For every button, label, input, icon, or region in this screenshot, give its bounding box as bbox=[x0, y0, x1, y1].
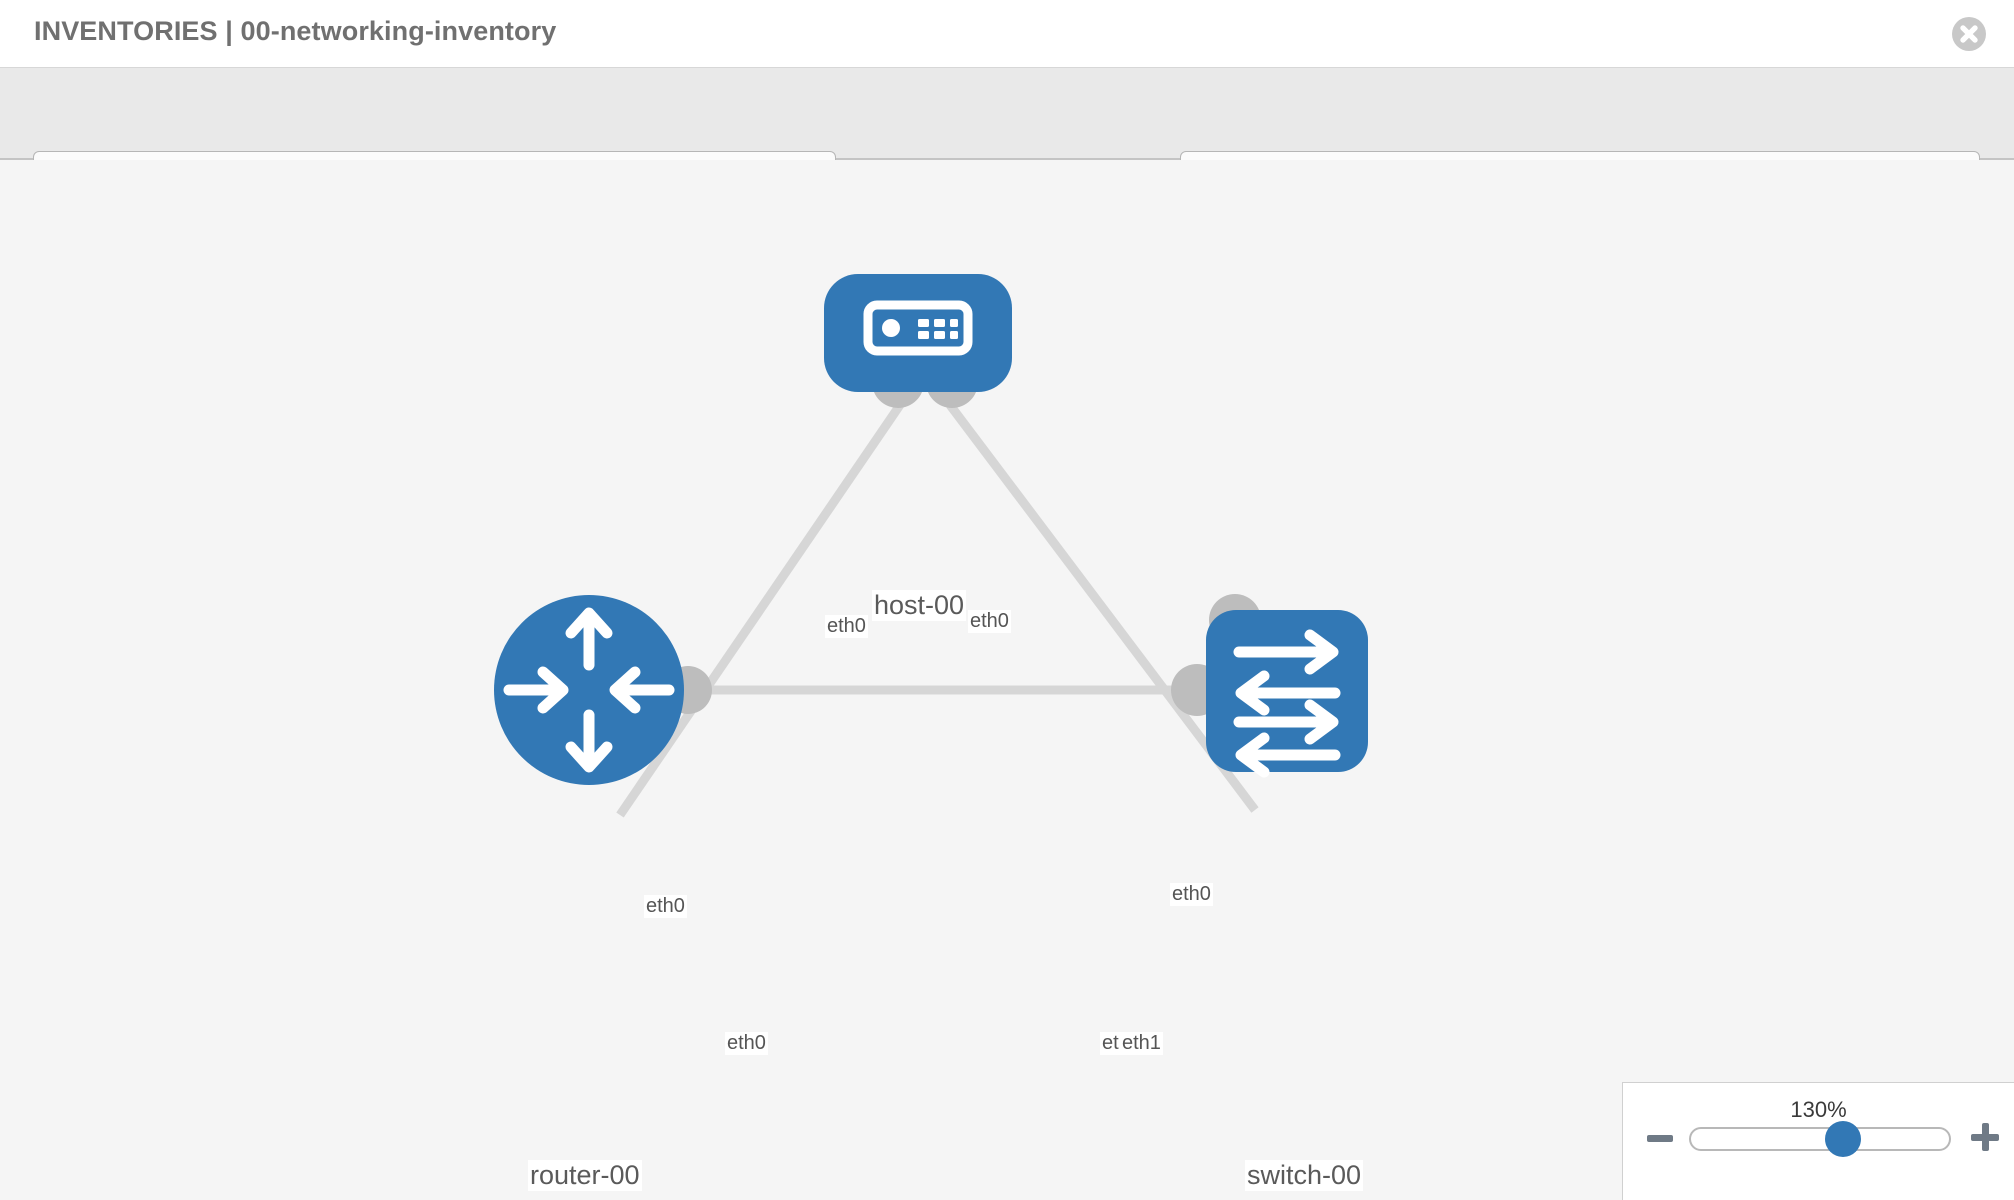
link-host-switch bbox=[946, 402, 1259, 813]
node-host-00 bbox=[824, 274, 1012, 392]
zoom-in-button[interactable] bbox=[1971, 1123, 1999, 1151]
topology-connectors bbox=[664, 356, 1261, 716]
node-router-00 bbox=[494, 595, 684, 785]
zoom-slider-thumb[interactable] bbox=[1825, 1121, 1861, 1157]
node-label-host-00: host-00 bbox=[872, 590, 967, 622]
zoom-control-panel: 130% bbox=[1622, 1082, 2014, 1200]
node-switch-00 bbox=[1206, 610, 1368, 778]
page-title: INVENTORIES | 00-networking-inventory bbox=[34, 16, 557, 46]
topology-canvas[interactable]: host-00 router-00 switch-00 eth0 eth0 et… bbox=[0, 160, 2014, 1200]
toolbar: ACTIONS SEARCH bbox=[0, 68, 2014, 207]
topology-graph bbox=[494, 274, 1368, 818]
link-host-router bbox=[616, 402, 904, 818]
node-label-switch-00: switch-00 bbox=[1245, 1160, 1364, 1192]
iface-label-router-right: eth0 bbox=[725, 1032, 768, 1055]
close-icon[interactable] bbox=[1952, 17, 1986, 51]
iface-label-host-right: eth0 bbox=[968, 610, 1011, 633]
zoom-percent-label: 130% bbox=[1790, 1097, 1847, 1122]
iface-label-router-up: eth0 bbox=[644, 895, 687, 918]
zoom-slider-track[interactable] bbox=[1689, 1127, 1951, 1151]
page-header: INVENTORIES | 00-networking-inventory bbox=[0, 0, 2014, 68]
node-label-router-00: router-00 bbox=[528, 1160, 642, 1192]
topology-links bbox=[616, 402, 1259, 818]
iface-label-switch-left: eth1 bbox=[1120, 1032, 1163, 1055]
iface-label-host-left: eth0 bbox=[825, 615, 868, 638]
iface-label-switch-up: eth0 bbox=[1170, 883, 1213, 906]
zoom-out-button[interactable] bbox=[1647, 1135, 1673, 1142]
